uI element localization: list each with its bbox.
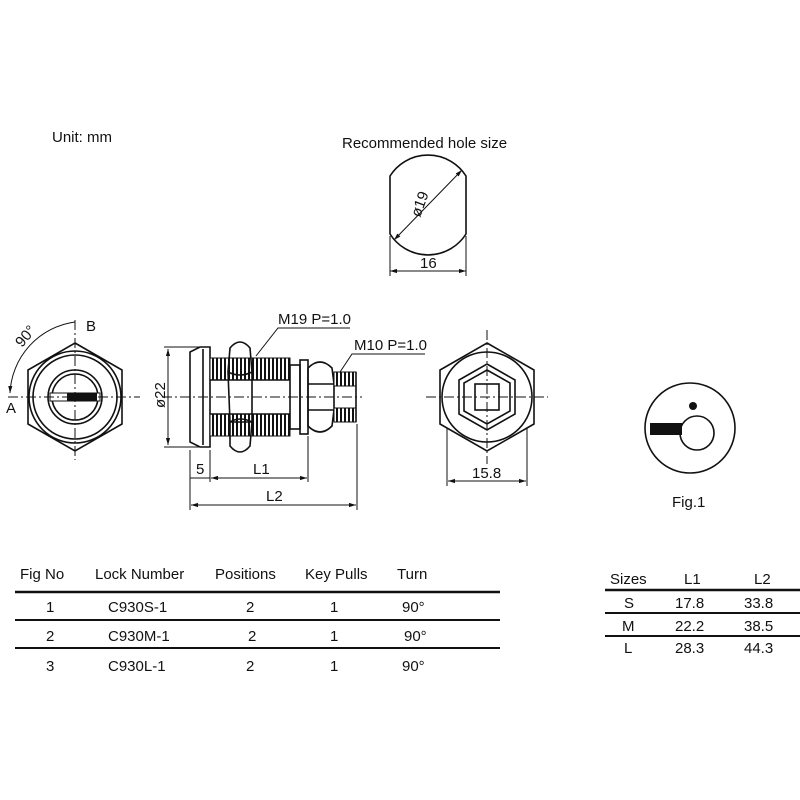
cell: 1 xyxy=(330,599,338,616)
cell: 1 xyxy=(330,628,338,645)
cell: 22.2 xyxy=(675,618,704,635)
unit-label: Unit: mm xyxy=(52,129,112,146)
dot-marker xyxy=(689,402,697,410)
cell: 44.3 xyxy=(744,640,773,657)
main-thread-bottom xyxy=(209,413,291,437)
diameter-22-label: ø22 xyxy=(152,382,169,408)
header-positions: Positions xyxy=(215,566,276,583)
end-thread-bottom xyxy=(333,407,357,423)
table-row: 1 C930S-1 2 1 90° xyxy=(46,599,425,616)
point-a-label: A xyxy=(6,400,16,417)
header-l1: L1 xyxy=(684,571,701,588)
thread-main-label: M19 P=1.0 xyxy=(278,311,351,328)
lock-table: Fig No Lock Number Positions Key Pulls T… xyxy=(15,566,500,675)
front-view: 90° B A xyxy=(6,318,140,460)
hole-flat-label: 16 xyxy=(420,255,437,272)
width-15-8-label: 15.8 xyxy=(472,465,501,482)
table-row: 3 C930L-1 2 1 90° xyxy=(46,658,425,675)
cell: 1 xyxy=(330,658,338,675)
cell: C930S-1 xyxy=(108,599,167,616)
header-sizes: Sizes xyxy=(610,571,647,588)
cell: C930M-1 xyxy=(108,628,170,645)
rotation-arc xyxy=(8,321,76,394)
main-thread-top xyxy=(209,357,291,381)
hole-diameter-line xyxy=(393,169,463,241)
cell: 38.5 xyxy=(744,618,773,635)
dim-5-label: 5 xyxy=(196,461,204,478)
hex-nut xyxy=(227,341,253,453)
angle-label: 90° xyxy=(12,322,40,350)
cell: 90° xyxy=(402,599,425,616)
hole-title: Recommended hole size xyxy=(342,135,507,152)
table-row: 2 C930M-1 2 1 90° xyxy=(46,628,427,645)
thread-end-label: M10 P=1.0 xyxy=(354,337,427,354)
fig1-view: Fig.1 xyxy=(644,382,736,511)
cell: 2 xyxy=(248,628,256,645)
table-row: M 22.2 38.5 xyxy=(622,618,773,635)
hole-size-view: Recommended hole size ø19 16 xyxy=(342,135,507,276)
dim-l2-label: L2 xyxy=(266,488,283,505)
hole-diameter-label: ø19 xyxy=(408,189,433,219)
cell: 1 xyxy=(46,599,54,616)
point-b-label: B xyxy=(86,318,96,335)
dim-l1-label: L1 xyxy=(253,461,270,478)
hole-outline xyxy=(389,154,467,256)
cell: 3 xyxy=(46,658,54,675)
header-l2: L2 xyxy=(754,571,771,588)
back-view: 15.8 xyxy=(426,330,548,486)
fig1-label: Fig.1 xyxy=(672,494,705,511)
cell: L xyxy=(624,640,632,657)
cell: 17.8 xyxy=(675,595,704,612)
cell: 2 xyxy=(246,658,254,675)
cell: C930L-1 xyxy=(108,658,166,675)
cell: 2 xyxy=(246,599,254,616)
cell: 28.3 xyxy=(675,640,704,657)
cell: 90° xyxy=(404,628,427,645)
header-turn: Turn xyxy=(397,566,427,583)
end-thread-top xyxy=(333,371,357,387)
header-fig-no: Fig No xyxy=(20,566,64,583)
sizes-table: Sizes L1 L2 S 17.8 33.8 M 22.2 38.5 L 28… xyxy=(605,571,800,657)
header-lock-number: Lock Number xyxy=(95,566,184,583)
cell: 33.8 xyxy=(744,595,773,612)
cell: 90° xyxy=(402,658,425,675)
table-row: L 28.3 44.3 xyxy=(624,640,773,657)
header-key-pulls: Key Pulls xyxy=(305,566,368,583)
cell: S xyxy=(624,595,634,612)
cell: M xyxy=(622,618,635,635)
cell: 2 xyxy=(46,628,54,645)
side-view: ø22 M19 P=1.0 M10 P=1.0 5 L1 L2 xyxy=(152,311,427,510)
key-bar xyxy=(650,423,682,435)
table-row: S 17.8 33.8 xyxy=(624,595,773,612)
